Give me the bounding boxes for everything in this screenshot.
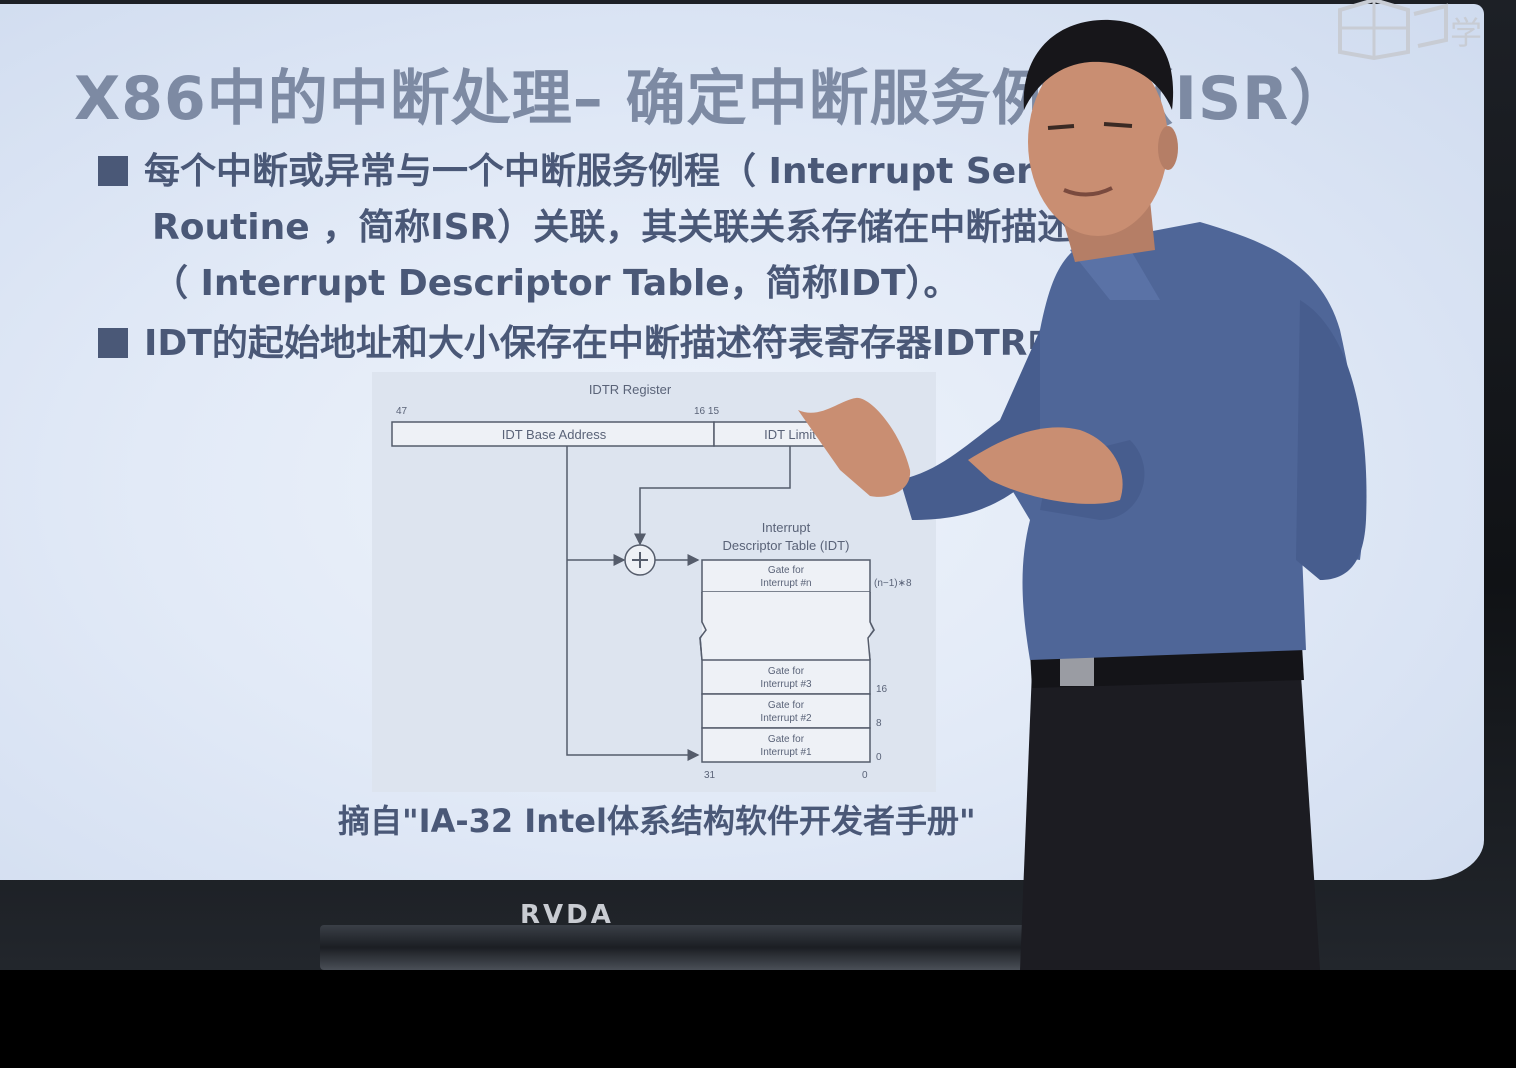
idt-base-address-field [391, 421, 715, 447]
presenter-pants [1020, 660, 1320, 970]
gate-n-cell [701, 559, 871, 593]
bullet-1-line-2-row: Routine ，简称ISR）关联，其关联关系存储在中断描述符表 [152, 200, 1145, 256]
gate-1-offset: 0 [876, 752, 882, 763]
idt-diagram: IDTR Register 47 16 15 0 IDT Base Addres… [391, 382, 912, 781]
bullet-square-icon [98, 156, 128, 186]
bullet-1-line-3: （ Interrupt Descriptor Table，简称IDT）。 [152, 263, 960, 304]
idt-base-address-label: IDT Base Address [502, 427, 607, 442]
presenter-hair [1023, 19, 1174, 110]
presenter [798, 19, 1367, 970]
gate-3-line-2: Interrupt #3 [760, 679, 812, 690]
bullet-2: IDT的起始地址和大小保存在中断描述符表寄存器IDTR中。 [98, 316, 1099, 372]
bullet-1: 每个中断或异常与一个中断服务例程（ Interrupt Service [98, 144, 1116, 200]
gate-2-line-2: Interrupt #2 [760, 713, 812, 724]
bit-0-bottom-label: 0 [862, 770, 868, 781]
slide-caption: 摘自"IA-32 Intel体系结构软件开发者手册" [338, 802, 976, 840]
gate-n-line-2: Interrupt #n [760, 578, 811, 589]
table-break-sides [699, 592, 875, 661]
presenter-left-hand [798, 397, 911, 497]
tv-stand [320, 925, 1040, 970]
idt-limit-label: IDT Limit [764, 427, 816, 442]
plus-icon [632, 552, 648, 568]
presenter-right-hand [968, 427, 1123, 504]
gate-n-offset: (n−1)∗8 [874, 578, 912, 589]
presenter-shirt [1000, 222, 1364, 660]
base-to-gate-1-line [566, 446, 700, 761]
idtr-register-title: IDTR Register [589, 382, 672, 397]
presenter-ear [1158, 126, 1178, 170]
gate-1-cell [701, 727, 871, 763]
bullet-1-line-1: 每个中断或异常与一个中断服务例程（ Interrupt Service [144, 151, 1116, 192]
bullet-2-line-1: IDT的起始地址和大小保存在中断描述符表寄存器IDTR中。 [144, 323, 1100, 364]
bullet-1-line-2: Routine ，简称ISR）关联，其关联关系存储在中断描述符表 [152, 207, 1146, 248]
watermark-logo-icon [1338, 0, 1448, 60]
letterbox-bar [0, 970, 1516, 1068]
bit-31-label: 31 [704, 770, 716, 781]
gate-1-line-1: Gate for [768, 734, 805, 745]
gate-2-offset: 8 [876, 718, 882, 729]
gate-2-line-1: Gate for [768, 700, 805, 711]
watermark-logo-text: 学 [1450, 14, 1483, 52]
bit-16-15-label: 16 15 [694, 406, 719, 417]
gate-3-offset: 16 [876, 684, 888, 695]
presenter-mouth [1063, 186, 1113, 197]
table-gap [702, 592, 870, 660]
idt-title-line-2: Descriptor Table (IDT) [723, 538, 850, 553]
bullet-1-line-3-row: （ Interrupt Descriptor Table，简称IDT）。 [152, 256, 960, 312]
presenter-eyes [1047, 122, 1133, 130]
limit-to-adder-line [634, 446, 791, 546]
tv-brand-logo: RVDA [520, 900, 614, 930]
presenter-right-arm [1296, 300, 1367, 580]
gate-1-line-2: Interrupt #1 [760, 747, 812, 758]
idt-title-line-1: Interrupt [762, 520, 811, 535]
gate-2-cell [701, 693, 871, 729]
bit-47-label: 47 [396, 406, 408, 417]
bullet-square-icon [98, 328, 128, 358]
gate-3-line-1: Gate for [768, 666, 805, 677]
gate-n-line-1: Gate for [768, 565, 805, 576]
belt-buckle [1060, 656, 1094, 686]
gate-3-cell [701, 659, 871, 695]
presenter-face [1028, 48, 1168, 236]
